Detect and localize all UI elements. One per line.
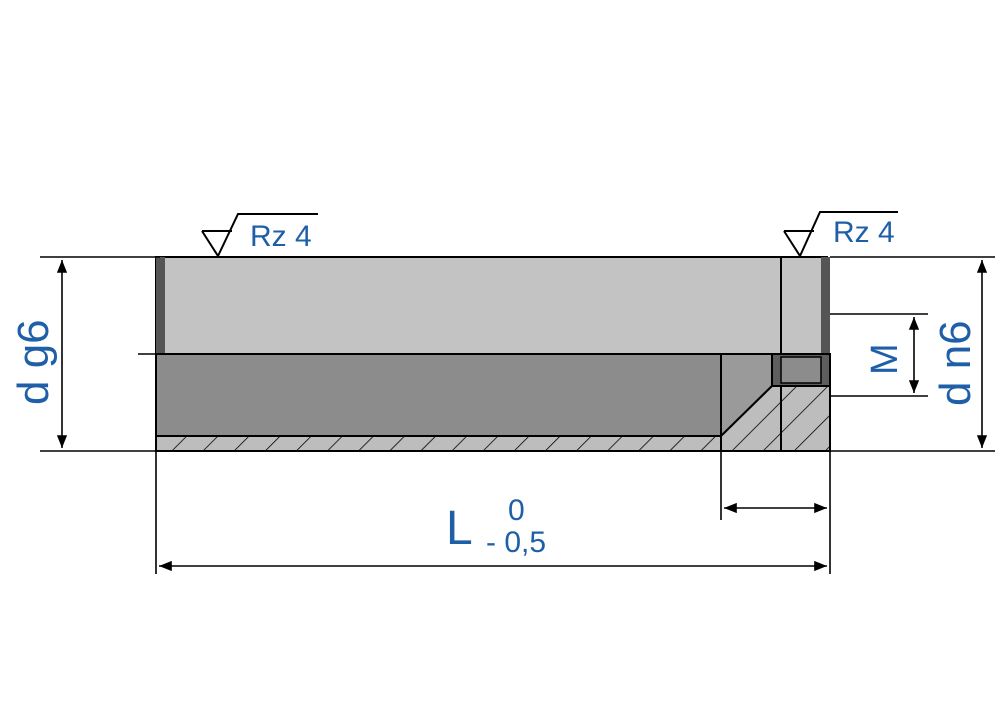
left-chamfer-strip [156, 257, 165, 354]
roughness-symbol-right [783, 211, 898, 259]
label-l-upper: 0 [508, 494, 525, 527]
wall-section-bottom [155, 435, 722, 452]
label-m: M [864, 343, 906, 375]
inner-bore-surface [155, 353, 722, 437]
bushing-body [155, 256, 831, 452]
label-d-n6: d n6 [931, 320, 980, 406]
roughness-symbol-left [201, 213, 318, 259]
outer-surface-upper [155, 256, 782, 355]
label-d-g6: d g6 [9, 319, 58, 405]
collar-chamfer-strip [821, 257, 830, 354]
thread-groove-inner [780, 356, 822, 384]
chamfer-section [720, 385, 831, 452]
roughness-label-right: Rz 4 [833, 216, 895, 249]
dimension-lines [56, 260, 988, 572]
roughness-label-left: Rz 4 [250, 220, 312, 253]
extension-lines [40, 256, 995, 574]
collar-outer [780, 256, 828, 355]
label-l-lower: - 0,5 [486, 526, 546, 559]
label-l: L [446, 502, 473, 555]
